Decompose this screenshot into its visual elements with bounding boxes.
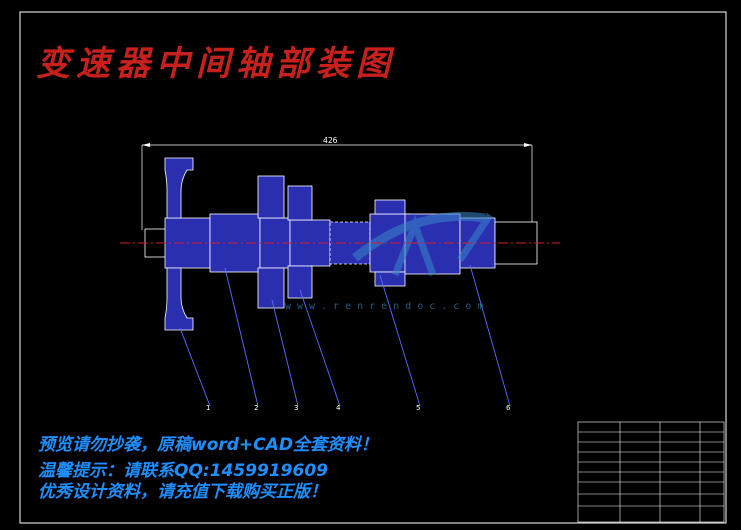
balloon-3: 3 <box>294 404 299 412</box>
balloon-5: 5 <box>416 404 421 412</box>
leader-lines <box>179 264 511 407</box>
drawing-title: 变速器中间轴部装图 <box>36 44 396 84</box>
gear-mid-1 <box>257 175 285 309</box>
gear-large-left <box>164 157 194 331</box>
note-line-1: 预览请勿抄袭，原稿word+CAD全套资料！ <box>38 435 378 455</box>
gear-mid-2 <box>287 185 313 299</box>
balloon-2: 2 <box>254 404 259 412</box>
balloon-1: 1 <box>206 404 211 412</box>
shaft <box>144 213 538 275</box>
overall-dimension <box>141 143 533 230</box>
dimension-label: 426 <box>323 136 338 145</box>
note-line-3: 优秀设计资料，请充值下载购买正版！ <box>38 482 327 502</box>
watermark-logo <box>352 211 493 277</box>
balloon-6: 6 <box>506 404 511 412</box>
sheet-border <box>19 11 727 524</box>
balloon-4: 4 <box>336 404 341 412</box>
title-block <box>577 421 725 523</box>
note-line-2: 温馨提示：请联系QQ:1459919609 <box>38 461 328 481</box>
watermark-url: www.renrendoc.com <box>285 301 490 312</box>
